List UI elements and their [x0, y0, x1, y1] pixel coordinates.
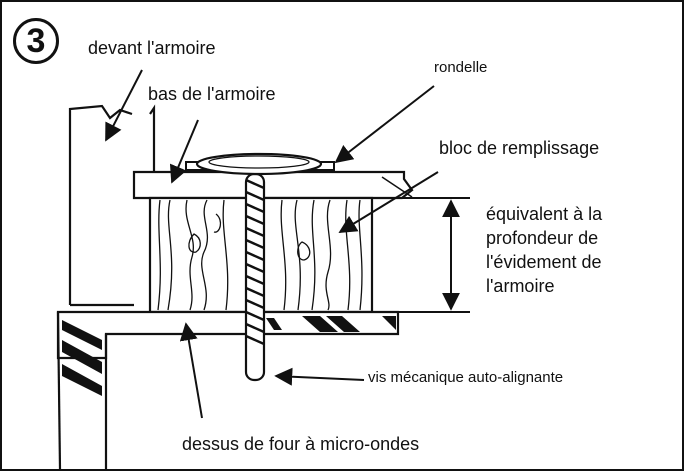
cabinet-bottom-leader-arrow — [169, 119, 199, 184]
cabinet-front-leader-arrow — [105, 69, 143, 142]
cabinet-front-panel — [68, 104, 156, 307]
washer — [185, 152, 335, 176]
microwave-top-leader-arrow — [179, 322, 203, 419]
cabinet-bottom-board — [132, 170, 414, 200]
label-recess-depth: équivalent à la profondeur de l'évidemen… — [486, 204, 603, 296]
self-aligning-machine-screw — [244, 172, 266, 382]
step-number-badge: 3 — [13, 18, 59, 64]
label-cabinet-bottom: bas de l'armoire — [148, 84, 276, 104]
recess-depth-dimension — [372, 197, 470, 313]
label-washer: rondelle — [434, 59, 488, 76]
label-filler-block: bloc de remplissage — [439, 138, 600, 158]
filler-block-leader-arrow — [338, 171, 439, 233]
label-microwave-top: dessus de four à micro-ondes — [182, 434, 420, 454]
washer-leader-arrow — [334, 85, 435, 164]
screw-leader-arrow — [274, 367, 365, 386]
label-screw: vis mécanique auto-alignante — [368, 369, 564, 386]
label-cabinet-front: devant l'armoire — [88, 38, 216, 58]
microwave-top — [56, 310, 400, 469]
